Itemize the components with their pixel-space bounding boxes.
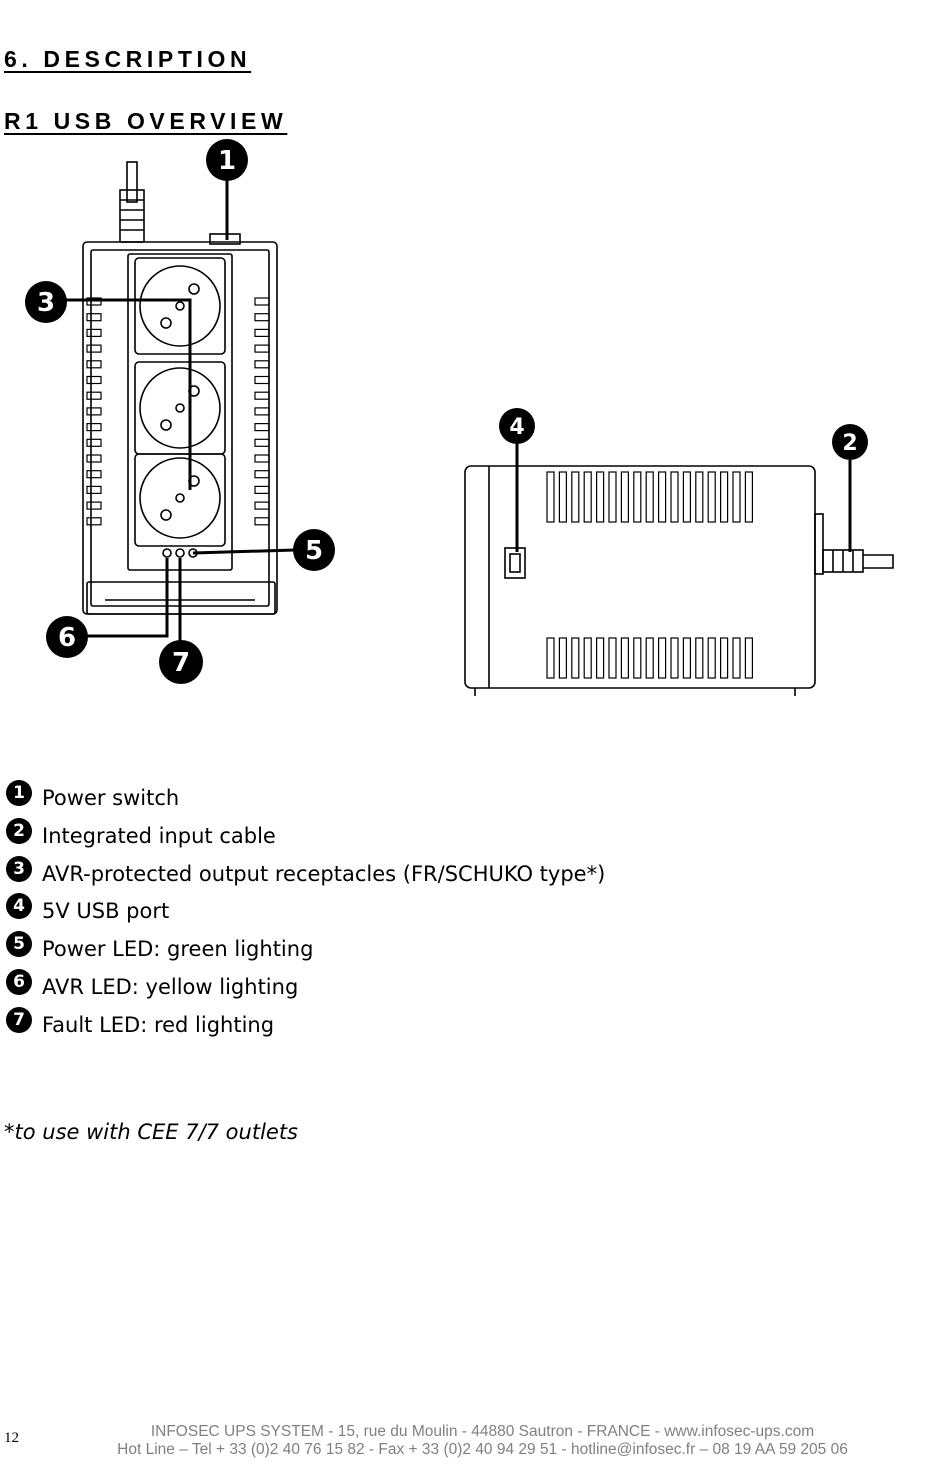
legend-number: 4 — [6, 893, 32, 920]
svg-text:4: 4 — [509, 415, 524, 440]
svg-text:7: 7 — [172, 648, 190, 678]
legend-item: 2 Integrated input cable — [6, 817, 605, 856]
subsection-title: R1 USB OVERVIEW — [4, 108, 288, 134]
power-switch-side — [814, 513, 824, 575]
legend-text: Integrated input cable — [42, 823, 276, 848]
callout-3: 3 — [25, 281, 67, 323]
legend-item: 7 Fault LED: red lighting — [6, 1006, 605, 1045]
callout-1: 1 — [206, 139, 248, 181]
callout-5: 5 — [293, 529, 335, 571]
legend-text: AVR LED: yellow lighting — [42, 974, 299, 999]
fault-led — [175, 548, 185, 558]
ups-side-body — [464, 465, 816, 689]
section-title: 6. DESCRIPTION — [4, 46, 252, 72]
usb-port — [504, 547, 526, 579]
footer-address: INFOSEC UPS SYSTEM - 15, rue du Moulin -… — [150, 1423, 815, 1440]
vent-slots-side — [546, 471, 753, 679]
avr-led — [162, 548, 172, 558]
legend-text: 5V USB port — [42, 899, 170, 924]
legend-item: 4 5V USB port — [6, 893, 605, 931]
footnote: *to use with CEE 7/7 outlets — [4, 1120, 298, 1144]
svg-text:2: 2 — [842, 431, 857, 456]
legend-text: AVR-protected output receptacles (FR/SCH… — [42, 861, 606, 886]
callout-7: 7 — [159, 640, 203, 684]
legend-number: 7 — [6, 1006, 32, 1033]
legend-item: 6 AVR LED: yellow lighting — [6, 968, 605, 1007]
legend-item: 5 Power LED: green lighting — [6, 931, 605, 969]
legend-text: Power switch — [42, 786, 180, 810]
legend-text: Power LED: green lighting — [42, 937, 314, 962]
legend-number: 6 — [6, 968, 32, 995]
outlet-2 — [134, 361, 226, 455]
footer-contact: Hot Line – Tel + 33 (0)2 40 76 15 82 - F… — [117, 1441, 848, 1458]
svg-text:5: 5 — [305, 536, 323, 566]
legend-number: 3 — [6, 855, 32, 882]
cable-plug-grip — [119, 189, 145, 243]
callout-2: 2 — [832, 424, 868, 460]
front-view-diagram: 1 3 5 6 7 — [25, 139, 335, 684]
legend-number: 5 — [6, 931, 32, 958]
side-view-diagram: 4 2 — [464, 408, 894, 696]
legend-item: 1 Power switch — [6, 780, 605, 818]
input-cable — [863, 554, 894, 569]
svg-text:6: 6 — [58, 623, 76, 653]
callout-6: 6 — [46, 616, 88, 658]
legend-number: 1 — [6, 780, 32, 806]
legend-item: 3 AVR-protected output receptacles (FR/SC… — [6, 855, 606, 894]
vent-slots — [86, 297, 270, 526]
outlet-1 — [134, 257, 226, 355]
power-switch — [209, 233, 241, 245]
callout-4: 4 — [499, 408, 535, 444]
outlet-3 — [134, 453, 226, 547]
legend-text: Fault LED: red lighting — [42, 1012, 275, 1037]
page-number: 12 — [4, 1430, 19, 1446]
cable-plug-body — [126, 161, 138, 203]
legend-number: 2 — [6, 817, 32, 844]
svg-text:1: 1 — [218, 146, 236, 176]
svg-text:3: 3 — [37, 288, 55, 318]
